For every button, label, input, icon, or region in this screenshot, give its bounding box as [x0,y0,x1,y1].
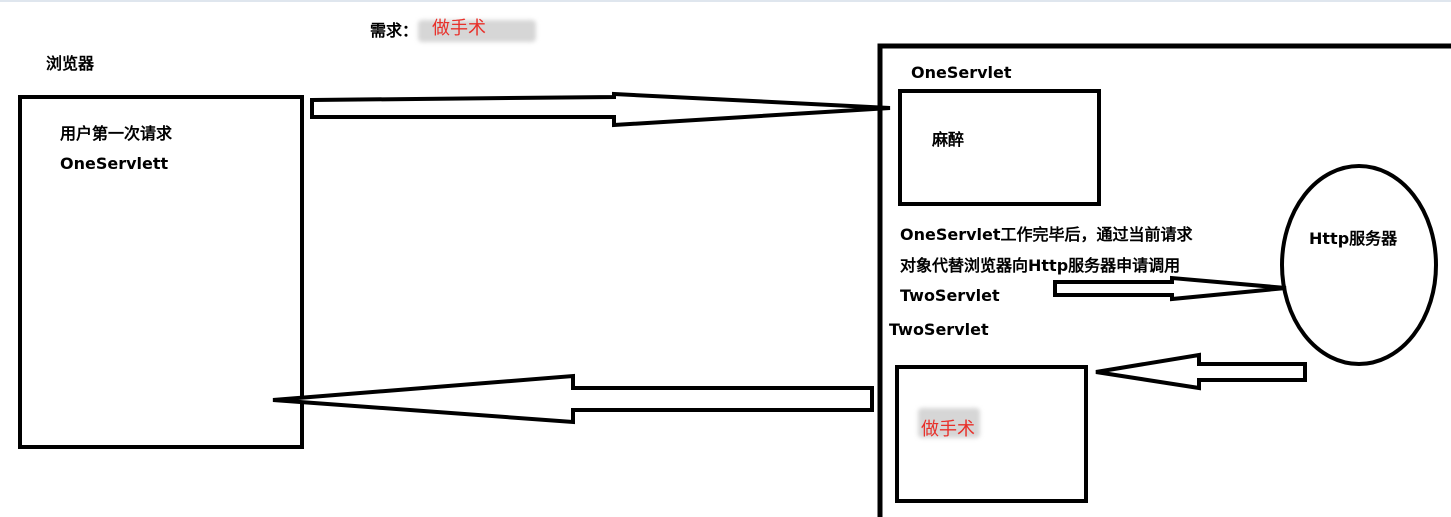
browser-box [18,95,304,449]
arrow-response-to-browser [272,373,874,425]
arrow-browser-to-oneservlet [310,91,891,128]
two-servlet-task: 做手术 [921,419,975,440]
one-servlet-task: 麻醉 [932,130,965,149]
arrow-http-to-twoservlet [1095,352,1307,391]
requirement-label: 需求： [370,21,419,40]
browser-request-line2: OneServlett [60,154,169,173]
note-line3: TwoServlet [900,286,1000,305]
blurred-task-highlight [918,408,980,438]
browser-request-line1: 用户第一次请求 [60,124,173,143]
blurred-highlight [418,20,536,42]
top-border [0,0,1451,2]
http-server-ellipse [1280,164,1438,366]
http-server-label: Http服务器 [1309,229,1398,248]
one-servlet-box [898,89,1101,206]
one-servlet-title: OneServlet [911,63,1012,82]
two-servlet-title: TwoServlet [889,320,989,339]
requirement-value: 做手术 [432,18,486,39]
two-servlet-box [895,365,1088,503]
note-line2: 对象代替浏览器向Http服务器申请调用 [900,256,1181,275]
server-container [877,43,1451,517]
arrow-to-http-server [1053,275,1287,302]
note-line1: OneServlet工作完毕后，通过当前请求 [900,225,1193,244]
browser-title: 浏览器 [46,54,95,73]
